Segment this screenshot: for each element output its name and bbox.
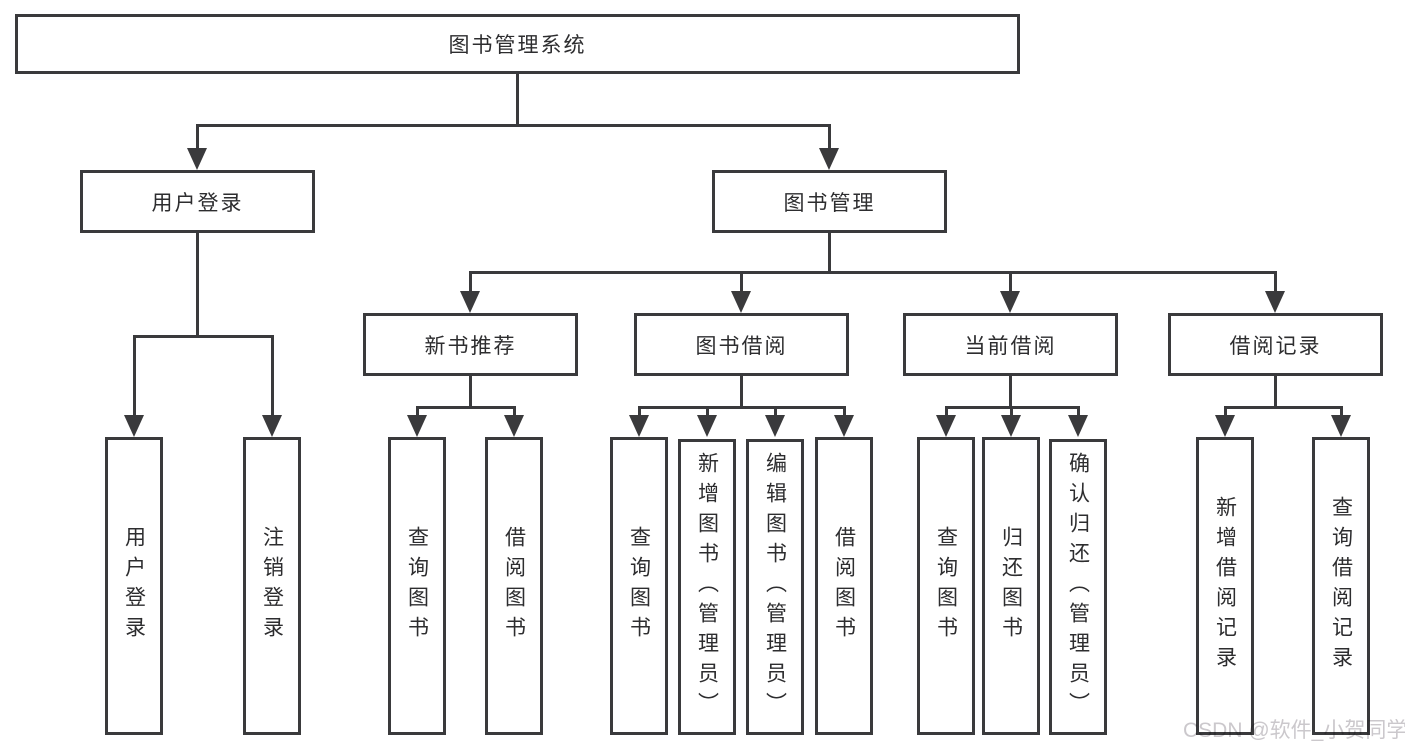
node-current-borrow-label: 当前借阅 <box>964 334 1057 358</box>
connector-line <box>828 124 831 150</box>
connector-line <box>1010 406 1013 417</box>
arrow-down-icon <box>504 415 524 437</box>
connector-line <box>1077 406 1080 417</box>
connector-line <box>1224 406 1342 409</box>
arrow-down-icon <box>765 415 785 437</box>
node-book-mgmt-label: 图书管理 <box>783 191 876 215</box>
node-root: 图书管理系统 <box>15 14 1020 74</box>
leaf-bb-add-book-label: 新增图书（管理员） <box>695 452 719 722</box>
leaf-rec-query-book: 查询图书 <box>388 437 446 735</box>
connector-line <box>1274 271 1277 293</box>
connector-line <box>1009 376 1012 409</box>
node-root-label: 图书管理系统 <box>448 34 587 57</box>
leaf-logout: 注销登录 <box>243 437 301 735</box>
leaf-cb-confirm-return-label: 确认归还（管理员） <box>1066 452 1090 722</box>
arrow-down-icon <box>1001 415 1021 437</box>
arrow-down-icon <box>1068 415 1088 437</box>
arrow-down-icon <box>697 415 717 437</box>
node-new-book-rec: 新书推荐 <box>363 313 578 376</box>
connector-line <box>1224 406 1227 417</box>
connector-line <box>706 406 709 417</box>
node-new-book-rec-label: 新书推荐 <box>424 334 517 358</box>
arrow-down-icon <box>1000 291 1020 313</box>
connector-line <box>945 406 948 417</box>
leaf-user-login-label: 用户登录 <box>122 526 146 646</box>
node-user-login-label: 用户登录 <box>151 191 244 215</box>
connector-line <box>416 406 419 417</box>
arrow-down-icon <box>834 415 854 437</box>
connector-line <box>1340 406 1343 417</box>
leaf-cb-return-book-label: 归还图书 <box>999 526 1023 646</box>
leaf-cb-query-book: 查询图书 <box>917 437 975 735</box>
connector-line <box>513 406 516 417</box>
leaf-cb-return-book: 归还图书 <box>982 437 1040 735</box>
leaf-rec-query-book-label: 查询图书 <box>405 526 429 646</box>
leaf-br-query-record: 查询借阅记录 <box>1312 437 1370 735</box>
node-borrow-records: 借阅记录 <box>1168 313 1383 376</box>
connector-line <box>133 335 136 415</box>
node-current-borrow: 当前借阅 <box>903 313 1118 376</box>
node-user-login: 用户登录 <box>80 170 315 233</box>
arrow-down-icon <box>1331 415 1351 437</box>
leaf-bb-add-book: 新增图书（管理员） <box>678 439 736 735</box>
connector-line <box>1274 376 1277 409</box>
leaf-br-add-record: 新增借阅记录 <box>1196 437 1254 735</box>
connector-line <box>740 376 743 409</box>
arrow-down-icon <box>731 291 751 313</box>
leaf-bb-query-book-label: 查询图书 <box>627 526 651 646</box>
node-book-borrow: 图书借阅 <box>634 313 849 376</box>
node-book-mgmt: 图书管理 <box>712 170 947 233</box>
connector-line <box>469 271 472 293</box>
leaf-bb-query-book: 查询图书 <box>610 437 668 735</box>
leaf-br-query-record-label: 查询借阅记录 <box>1329 496 1353 676</box>
arrow-down-icon <box>936 415 956 437</box>
arrow-down-icon <box>460 291 480 313</box>
arrow-down-icon <box>1215 415 1235 437</box>
leaf-cb-confirm-return: 确认归还（管理员） <box>1049 439 1107 735</box>
arrow-down-icon <box>629 415 649 437</box>
arrow-down-icon <box>262 415 282 437</box>
connector-line <box>740 271 743 293</box>
node-book-borrow-label: 图书借阅 <box>695 334 788 358</box>
arrow-down-icon <box>407 415 427 437</box>
arrow-down-icon <box>819 148 839 170</box>
leaf-rec-borrow-book: 借阅图书 <box>485 437 543 735</box>
csdn-watermark: CSDN @软件_小贺同学 <box>1183 719 1405 742</box>
leaf-br-add-record-label: 新增借阅记录 <box>1213 496 1237 676</box>
connector-line <box>774 406 777 417</box>
arrow-down-icon <box>187 148 207 170</box>
connector-line <box>1009 271 1012 293</box>
leaf-user-login: 用户登录 <box>105 437 163 735</box>
connector-line <box>133 335 273 338</box>
connector-line <box>196 124 831 127</box>
leaf-bb-edit-book-label: 编辑图书（管理员） <box>763 452 787 722</box>
connector-line <box>416 406 515 409</box>
node-borrow-records-label: 借阅记录 <box>1229 334 1322 358</box>
connector-line <box>843 406 846 417</box>
leaf-bb-borrow-book: 借阅图书 <box>815 437 873 735</box>
connector-line <box>196 233 199 335</box>
connector-line <box>469 271 1277 274</box>
leaf-rec-borrow-book-label: 借阅图书 <box>502 526 526 646</box>
arrow-down-icon <box>124 415 144 437</box>
connector-line <box>271 335 274 415</box>
connector-line <box>516 74 519 126</box>
connector-line <box>196 124 199 150</box>
connector-line <box>469 376 472 409</box>
connector-line <box>638 406 845 409</box>
connector-line <box>828 233 831 273</box>
leaf-bb-edit-book: 编辑图书（管理员） <box>746 439 804 735</box>
leaf-bb-borrow-book-label: 借阅图书 <box>832 526 856 646</box>
connector-line <box>638 406 641 417</box>
leaf-cb-query-book-label: 查询图书 <box>934 526 958 646</box>
leaf-logout-label: 注销登录 <box>260 526 284 646</box>
arrow-down-icon <box>1265 291 1285 313</box>
